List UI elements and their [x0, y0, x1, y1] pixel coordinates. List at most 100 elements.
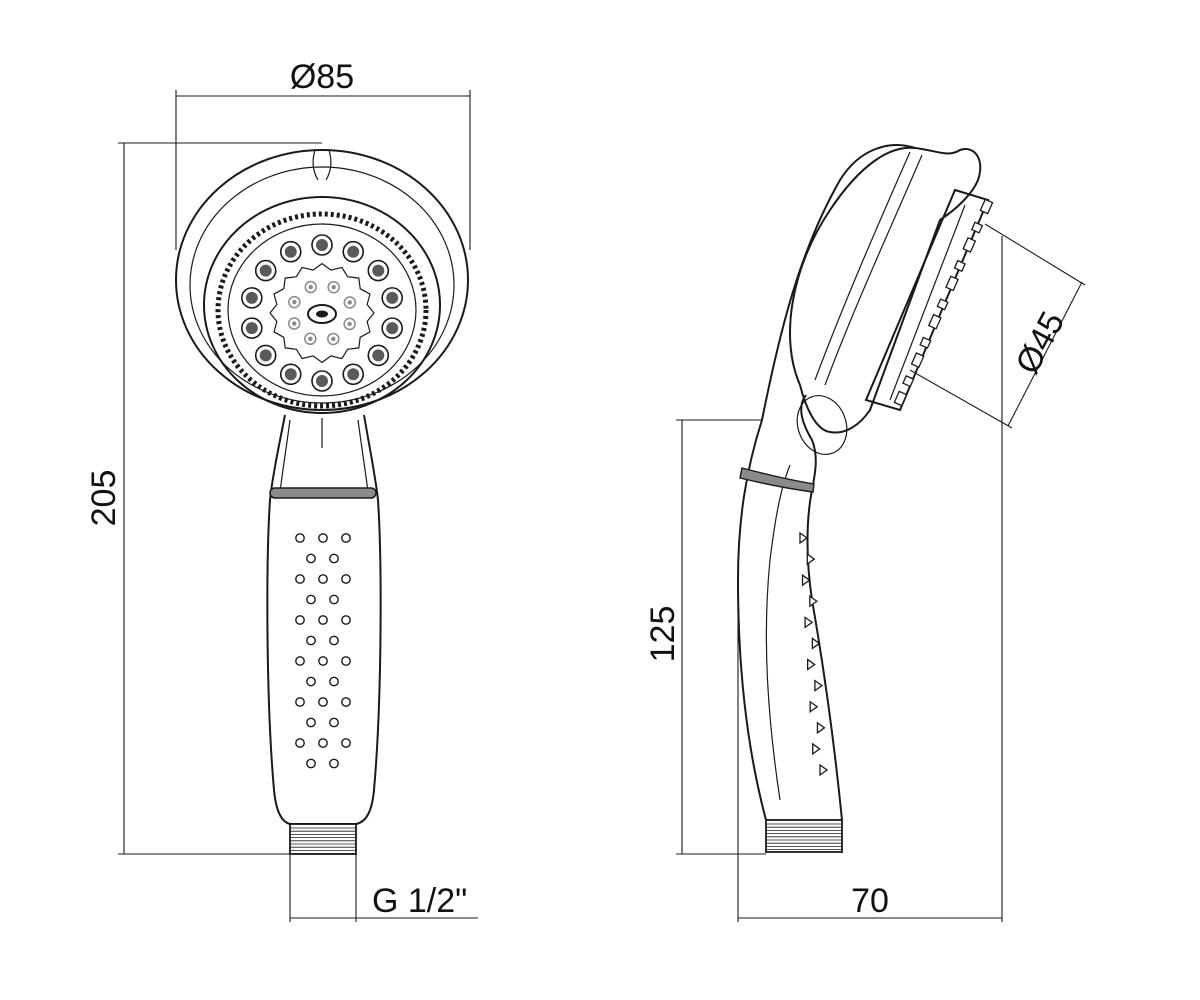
- grip-dot: [306, 758, 316, 769]
- grip-triangle: [799, 531, 809, 545]
- grip-triangle: [809, 700, 819, 713]
- grip-dot: [329, 676, 339, 687]
- grip-dot: [306, 717, 316, 728]
- face-pin: [936, 298, 949, 311]
- nozzle-core: [259, 264, 272, 277]
- grip-triangle: [819, 763, 829, 777]
- nozzle-core: [386, 291, 399, 304]
- grip-dot: [341, 533, 351, 543]
- grip-triangle: [812, 742, 821, 756]
- nozzle-core: [347, 245, 360, 258]
- grip-triangle: [804, 616, 814, 629]
- face-pin: [910, 352, 925, 369]
- label-depth: 70: [851, 882, 889, 920]
- side-face-plate: [864, 188, 990, 412]
- dimension-lines: [118, 90, 1086, 922]
- grip-dot: [306, 635, 316, 646]
- face-pin: [902, 375, 915, 388]
- grip-dot: [329, 717, 339, 728]
- label-thread: G 1/2": [372, 882, 467, 920]
- label-head-diameter: Ø85: [290, 58, 354, 96]
- grip-triangle: [814, 679, 824, 692]
- face-pin: [945, 275, 959, 292]
- inner-nozzle-core: [308, 336, 313, 341]
- nozzle-core: [259, 349, 272, 362]
- grip-dot: [341, 574, 351, 584]
- label-overall-height: 205: [85, 470, 123, 527]
- front-neck: [279, 419, 291, 493]
- grip-triangle: [801, 573, 811, 587]
- inner-nozzle-core: [347, 300, 352, 305]
- nozzle-core: [245, 291, 258, 304]
- inner-nozzle-core: [308, 284, 313, 290]
- center-nozzle: [307, 304, 337, 324]
- grip-dot: [295, 697, 305, 707]
- nozzle-core: [245, 322, 258, 335]
- face-pin: [919, 336, 932, 349]
- nozzle-core: [372, 264, 385, 277]
- front-head-rim: [189, 166, 455, 404]
- nozzle-core: [386, 322, 399, 335]
- front-grip-ring: [269, 487, 377, 499]
- grip-dot: [318, 656, 328, 666]
- grip-dot: [318, 697, 328, 707]
- front-top-notch: [312, 149, 332, 181]
- grip-dot: [341, 656, 351, 666]
- grip-triangle: [806, 658, 816, 671]
- grip-dot: [318, 533, 328, 543]
- grip-dots: [295, 533, 351, 769]
- front-view: [175, 149, 469, 855]
- grip-triangle: [811, 637, 821, 650]
- grip-dot: [329, 553, 339, 564]
- inner-nozzle-core: [331, 285, 336, 290]
- grip-dot: [295, 533, 305, 543]
- grip-dot: [306, 594, 316, 605]
- nozzle-core: [284, 245, 297, 258]
- inner-nozzles: [287, 280, 357, 346]
- grip-triangle: [816, 721, 826, 735]
- grip-dot: [318, 738, 328, 748]
- face-pin: [979, 198, 994, 215]
- grip-dot: [295, 615, 305, 625]
- grip-dot: [329, 758, 339, 769]
- nozzle-core: [372, 349, 385, 362]
- front-thread-lines: [290, 827, 356, 854]
- grip-dot: [318, 615, 328, 625]
- side-head-body: [789, 146, 982, 434]
- grip-dot: [341, 738, 351, 748]
- side-thread: [765, 819, 843, 853]
- nozzle-core: [284, 368, 297, 381]
- side-grip-ring: [739, 467, 815, 493]
- front-thread: [289, 823, 357, 855]
- grip-dot: [295, 656, 305, 666]
- inner-nozzle-core: [292, 321, 297, 326]
- grip-dot: [295, 738, 305, 748]
- label-handle-height: 125: [644, 606, 682, 663]
- grip-dot: [318, 574, 328, 584]
- face-pin: [953, 259, 966, 273]
- front-serrated-ring: [215, 211, 429, 409]
- nozzle-core: [316, 375, 328, 387]
- grip-dot: [329, 635, 339, 646]
- grip-dot: [295, 574, 305, 584]
- inner-nozzle-core: [347, 321, 352, 327]
- inner-gear: [269, 262, 375, 364]
- front-face-plate: [203, 196, 441, 414]
- front-nozzles: [241, 234, 403, 392]
- grip-dot: [306, 676, 316, 687]
- inner-nozzle-core: [331, 336, 336, 342]
- face-pin: [893, 390, 908, 407]
- face-pin: [927, 313, 942, 330]
- face-pin: [970, 221, 984, 234]
- side-grips: [799, 531, 829, 777]
- grip-dot: [341, 615, 351, 625]
- side-thread-lines: [766, 823, 842, 850]
- grip-dot: [306, 553, 316, 564]
- nozzle-core: [347, 368, 360, 381]
- face-pin: [962, 236, 977, 253]
- grip-triangle: [806, 552, 816, 566]
- side-pins: [893, 198, 994, 407]
- front-head-outer: [175, 149, 469, 411]
- side-handle: [736, 144, 916, 821]
- nozzle-core: [316, 239, 328, 251]
